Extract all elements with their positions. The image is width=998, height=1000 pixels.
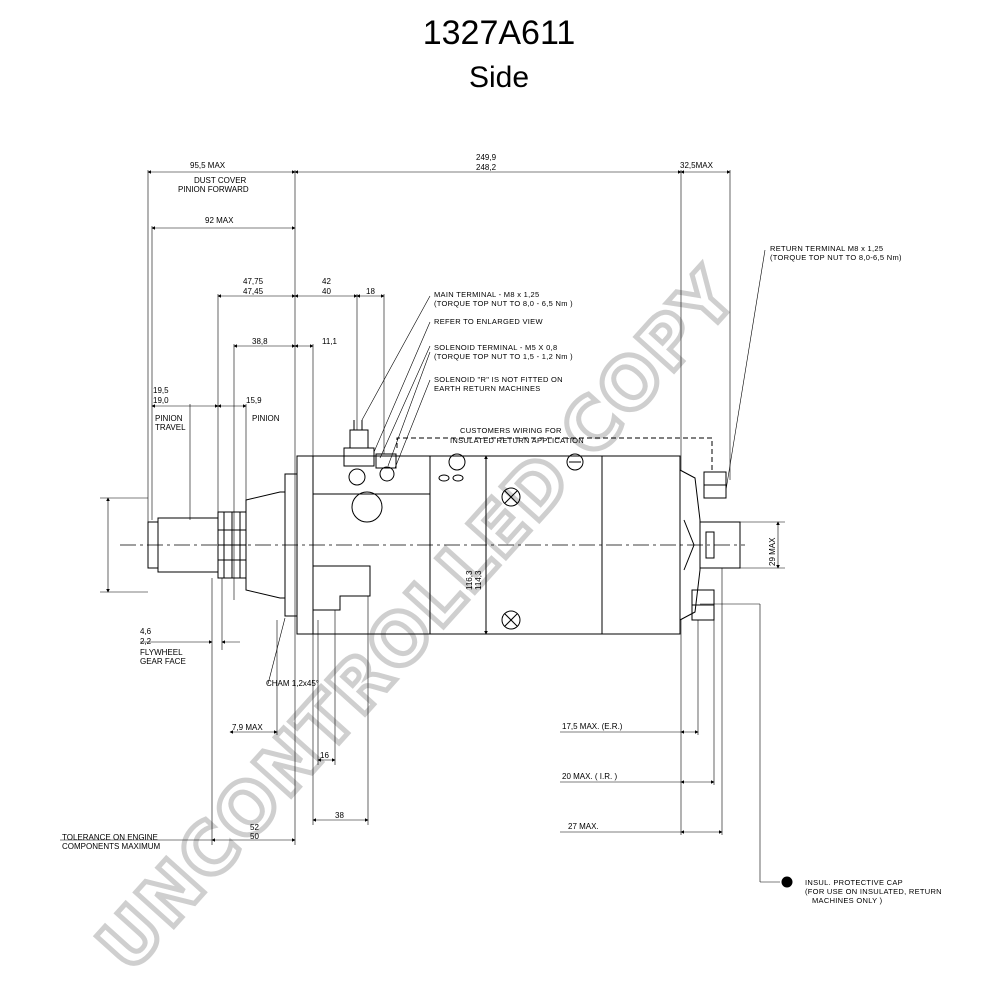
dim-20-max: 20 MAX. ( I.R. ) [562, 772, 617, 781]
dim-19-0: 19,0 [153, 396, 169, 405]
note-solenoid-r-2: EARTH RETURN MACHINES [434, 384, 541, 393]
note-customers-wiring-1: CUSTOMERS WIRING FOR [460, 426, 562, 435]
dim-38: 38 [335, 811, 344, 820]
dim-29-max: 29 MAX [768, 537, 777, 566]
label-pinion-travel-2: TRAVEL [155, 423, 186, 432]
label-pinion-travel-1: PINION [155, 414, 183, 423]
label-chamfer: CHAM 1,2x45° [266, 679, 319, 688]
dim-2-2: 2,2 [140, 637, 152, 646]
dim-17-5-max: 17,5 MAX. (E.R.) [562, 722, 623, 731]
drawing-part-number: 1327A611 [422, 14, 576, 52]
dim-7-9-max: 7,9 MAX [232, 723, 263, 732]
note-solenoid-r-1: SOLENOID "R" IS NOT FITTED ON [434, 375, 563, 384]
note-enlarged-view: REFER TO ENLARGED VIEW [434, 317, 543, 326]
solenoid-terminals [343, 420, 397, 486]
note-solenoid-terminal-2: (TORQUE TOP NUT TO 1,5 - 1,2 Nm ) [434, 352, 573, 361]
dim-18: 18 [366, 287, 375, 296]
nose-housing [245, 455, 431, 635]
dim-114-3: 114,3 [474, 570, 483, 590]
dim-pinion-forward: PINION FORWARD [178, 185, 249, 194]
dim-116-3: 116,3 [465, 570, 474, 590]
dim-249-9: 249,9 [476, 153, 497, 162]
label-tolerance-2: COMPONENTS MAXIMUM [62, 842, 161, 851]
dim-19-5: 19,5 [153, 386, 169, 395]
note-main-terminal-2: (TORQUE TOP NUT TO 8,0 - 6,5 Nm ) [434, 299, 573, 308]
dim-47-45: 47,45 [243, 287, 264, 296]
dim-47-75: 47,75 [243, 277, 264, 286]
note-insul-cap-3: MACHINES ONLY ) [812, 896, 883, 905]
note-insul-cap-2: (FOR USE ON INSULATED, RETURN [805, 887, 942, 896]
label-pinion: PINION [252, 414, 280, 423]
commutator-end-cap [679, 469, 741, 621]
dim-92-max: 92 MAX [205, 216, 234, 225]
note-main-terminal-1: MAIN TERMINAL - M8 x 1,25 [434, 290, 539, 299]
note-return-terminal-1: RETURN TERMINAL M8 x 1,25 [770, 244, 883, 253]
label-flywheel: FLYWHEEL [140, 648, 183, 657]
drawing-view-name: Side [468, 61, 530, 94]
note-customers-wiring-2: INSULATED RETURN APPLICATION [450, 436, 584, 445]
dim-52: 52 [250, 823, 259, 832]
dim-15-9: 15,9 [246, 396, 262, 405]
dim-42: 42 [322, 277, 331, 286]
note-solenoid-terminal-1: SOLENOID TERMINAL - M5 X 0,8 [434, 343, 557, 352]
dim-40: 40 [322, 287, 331, 296]
dim-248-2: 248,2 [476, 163, 497, 172]
dim-11-1: 11,1 [322, 337, 338, 346]
dim-16: 16 [320, 751, 329, 760]
label-gear-face: GEAR FACE [140, 657, 186, 666]
dim-50: 50 [250, 832, 259, 841]
dim-38-8: 38,8 [252, 337, 268, 346]
dim-27-max: 27 MAX. [568, 822, 599, 831]
label-tolerance-1: TOLERANCE ON ENGINE [62, 833, 158, 842]
note-insul-cap-1: INSUL. PROTECTIVE CAP [805, 878, 903, 887]
dim-95-5-max: 95,5 MAX [190, 161, 226, 170]
dim-dust-cover: DUST COVER [194, 176, 247, 185]
dim-4-6: 4,6 [140, 627, 152, 636]
dim-32-5-max: 32,5MAX [680, 161, 714, 170]
note-return-terminal-2: (TORQUE TOP NUT TO 8,0-6,5 Nm) [770, 253, 902, 262]
watermark: UNCONTROLLED COPY [82, 253, 753, 986]
